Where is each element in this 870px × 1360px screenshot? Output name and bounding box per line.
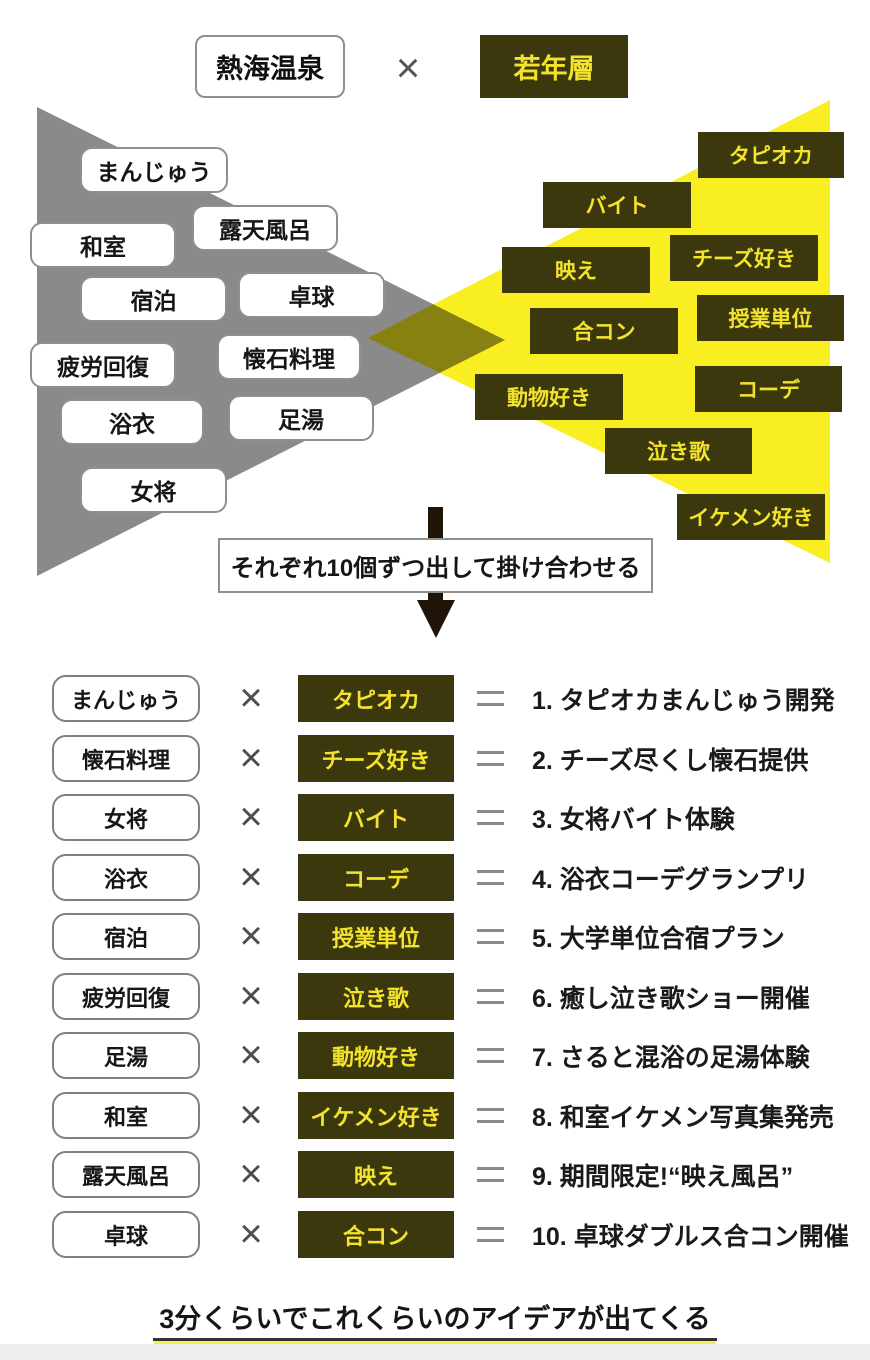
funnel-tag-right: 泣き歌	[605, 428, 752, 474]
combination-row: 卓球 × 合コン 10. 卓球ダブルス合コン開催	[0, 1211, 870, 1258]
multiply-icon: ×	[239, 676, 263, 720]
funnel-tag-right: チーズ好き	[670, 235, 818, 281]
multiply-icon: ×	[395, 44, 421, 91]
process-note-box: それぞれ10個ずつ出して掛け合わせる	[218, 538, 653, 593]
equals-icon	[477, 1167, 504, 1182]
multiply-icon: ×	[239, 1093, 263, 1137]
combo-right-term: 動物好き	[298, 1032, 454, 1079]
combo-result: 6. 癒し泣き歌ショー開催	[532, 984, 810, 1013]
conclusion-note: 3分くらいでこれくらいのアイデアが出てくる	[0, 1297, 870, 1341]
equals-icon	[477, 691, 504, 706]
topic-box-right: 若年層	[480, 35, 628, 98]
combo-left-term: 浴衣	[52, 854, 200, 901]
combination-row: 女将 × バイト 3. 女将バイト体験	[0, 794, 870, 841]
funnel-tag-right: 映え	[502, 247, 650, 293]
multiply-icon: ×	[239, 795, 263, 839]
combo-right-term: コーデ	[298, 854, 454, 901]
funnel-tag-right: 動物好き	[475, 374, 623, 420]
combo-result: 2. チーズ尽くし懐石提供	[532, 746, 809, 775]
equals-icon	[477, 751, 504, 766]
multiply-icon: ×	[239, 855, 263, 899]
multiply-icon: ×	[239, 1152, 263, 1196]
funnel-tag-left: 女将	[80, 467, 227, 513]
combo-right-term: 泣き歌	[298, 973, 454, 1020]
down-arrow-head	[417, 600, 455, 638]
combination-row: 浴衣 × コーデ 4. 浴衣コーデグランプリ	[0, 854, 870, 901]
equals-icon	[477, 810, 504, 825]
funnel-tag-left: まんじゅう	[80, 147, 228, 193]
combo-right-term: イケメン好き	[298, 1092, 454, 1139]
combo-right-term: チーズ好き	[298, 735, 454, 782]
combination-row: 足湯 × 動物好き 7. さると混浴の足湯体験	[0, 1032, 870, 1079]
combo-result: 3. 女将バイト体験	[532, 805, 735, 834]
combo-right-term: バイト	[298, 794, 454, 841]
combo-left-term: 懐石料理	[52, 735, 200, 782]
equals-icon	[477, 870, 504, 885]
combination-row: 露天風呂 × 映え 9. 期間限定!“映え風呂”	[0, 1151, 870, 1198]
funnel-tag-right: 合コン	[530, 308, 678, 354]
funnel-tag-left: 宿泊	[80, 276, 227, 322]
funnel-tag-right: コーデ	[695, 366, 842, 412]
combo-right-term: タピオカ	[298, 675, 454, 722]
combo-left-term: 疲労回復	[52, 973, 200, 1020]
combo-result: 7. さると混浴の足湯体験	[532, 1043, 810, 1072]
combo-left-term: 足湯	[52, 1032, 200, 1079]
equals-icon	[477, 989, 504, 1004]
equals-icon	[477, 1227, 504, 1242]
combo-left-term: 和室	[52, 1092, 200, 1139]
funnel-tag-left: 懐石料理	[217, 334, 361, 380]
combo-left-term: 卓球	[52, 1211, 200, 1258]
equals-icon	[477, 1048, 504, 1063]
funnel-tag-right: タピオカ	[698, 132, 844, 178]
equals-icon	[477, 1108, 504, 1123]
combo-left-term: 女将	[52, 794, 200, 841]
combination-row: 懐石料理 × チーズ好き 2. チーズ尽くし懐石提供	[0, 735, 870, 782]
combo-result: 8. 和室イケメン写真集発売	[532, 1103, 835, 1132]
funnel-tag-right: イケメン好き	[677, 494, 825, 540]
funnel-tag-right: 授業単位	[697, 295, 844, 341]
conclusion-text: 3分くらいでこれくらいのアイデアが出てくる	[153, 1297, 717, 1341]
combo-result: 5. 大学単位合宿プラン	[532, 924, 785, 953]
multiply-icon: ×	[239, 1212, 263, 1256]
combo-left-term: 宿泊	[52, 913, 200, 960]
multiply-icon: ×	[239, 1033, 263, 1077]
funnel-tag-left: 疲労回復	[30, 342, 176, 388]
combo-result: 1. タピオカまんじゅう開発	[532, 686, 835, 715]
combo-left-term: 露天風呂	[52, 1151, 200, 1198]
multiply-icon: ×	[239, 736, 263, 780]
combination-row: 和室 × イケメン好き 8. 和室イケメン写真集発売	[0, 1092, 870, 1139]
combo-left-term: まんじゅう	[52, 675, 200, 722]
combo-right-term: 合コン	[298, 1211, 454, 1258]
equals-icon	[477, 929, 504, 944]
combo-result: 10. 卓球ダブルス合コン開催	[532, 1222, 849, 1251]
funnel-tag-right: バイト	[543, 182, 691, 228]
combo-right-term: 授業単位	[298, 913, 454, 960]
multiply-icon: ×	[239, 974, 263, 1018]
combination-row: まんじゅう × タピオカ 1. タピオカまんじゅう開発	[0, 675, 870, 722]
funnel-tag-left: 和室	[30, 222, 176, 268]
combo-result: 4. 浴衣コーデグランプリ	[532, 865, 810, 894]
combo-right-term: 映え	[298, 1151, 454, 1198]
footer-strip	[0, 1344, 870, 1360]
funnel-tag-left: 露天風呂	[192, 205, 338, 251]
combo-result: 9. 期間限定!“映え風呂”	[532, 1162, 794, 1191]
combination-row: 疲労回復 × 泣き歌 6. 癒し泣き歌ショー開催	[0, 973, 870, 1020]
funnel-tag-left: 足湯	[228, 395, 374, 441]
funnel-tag-left: 卓球	[238, 272, 385, 318]
multiply-icon: ×	[239, 914, 263, 958]
funnel-tag-left: 浴衣	[60, 399, 204, 445]
combination-row: 宿泊 × 授業単位 5. 大学単位合宿プラン	[0, 913, 870, 960]
topic-box-left: 熱海温泉	[195, 35, 345, 98]
